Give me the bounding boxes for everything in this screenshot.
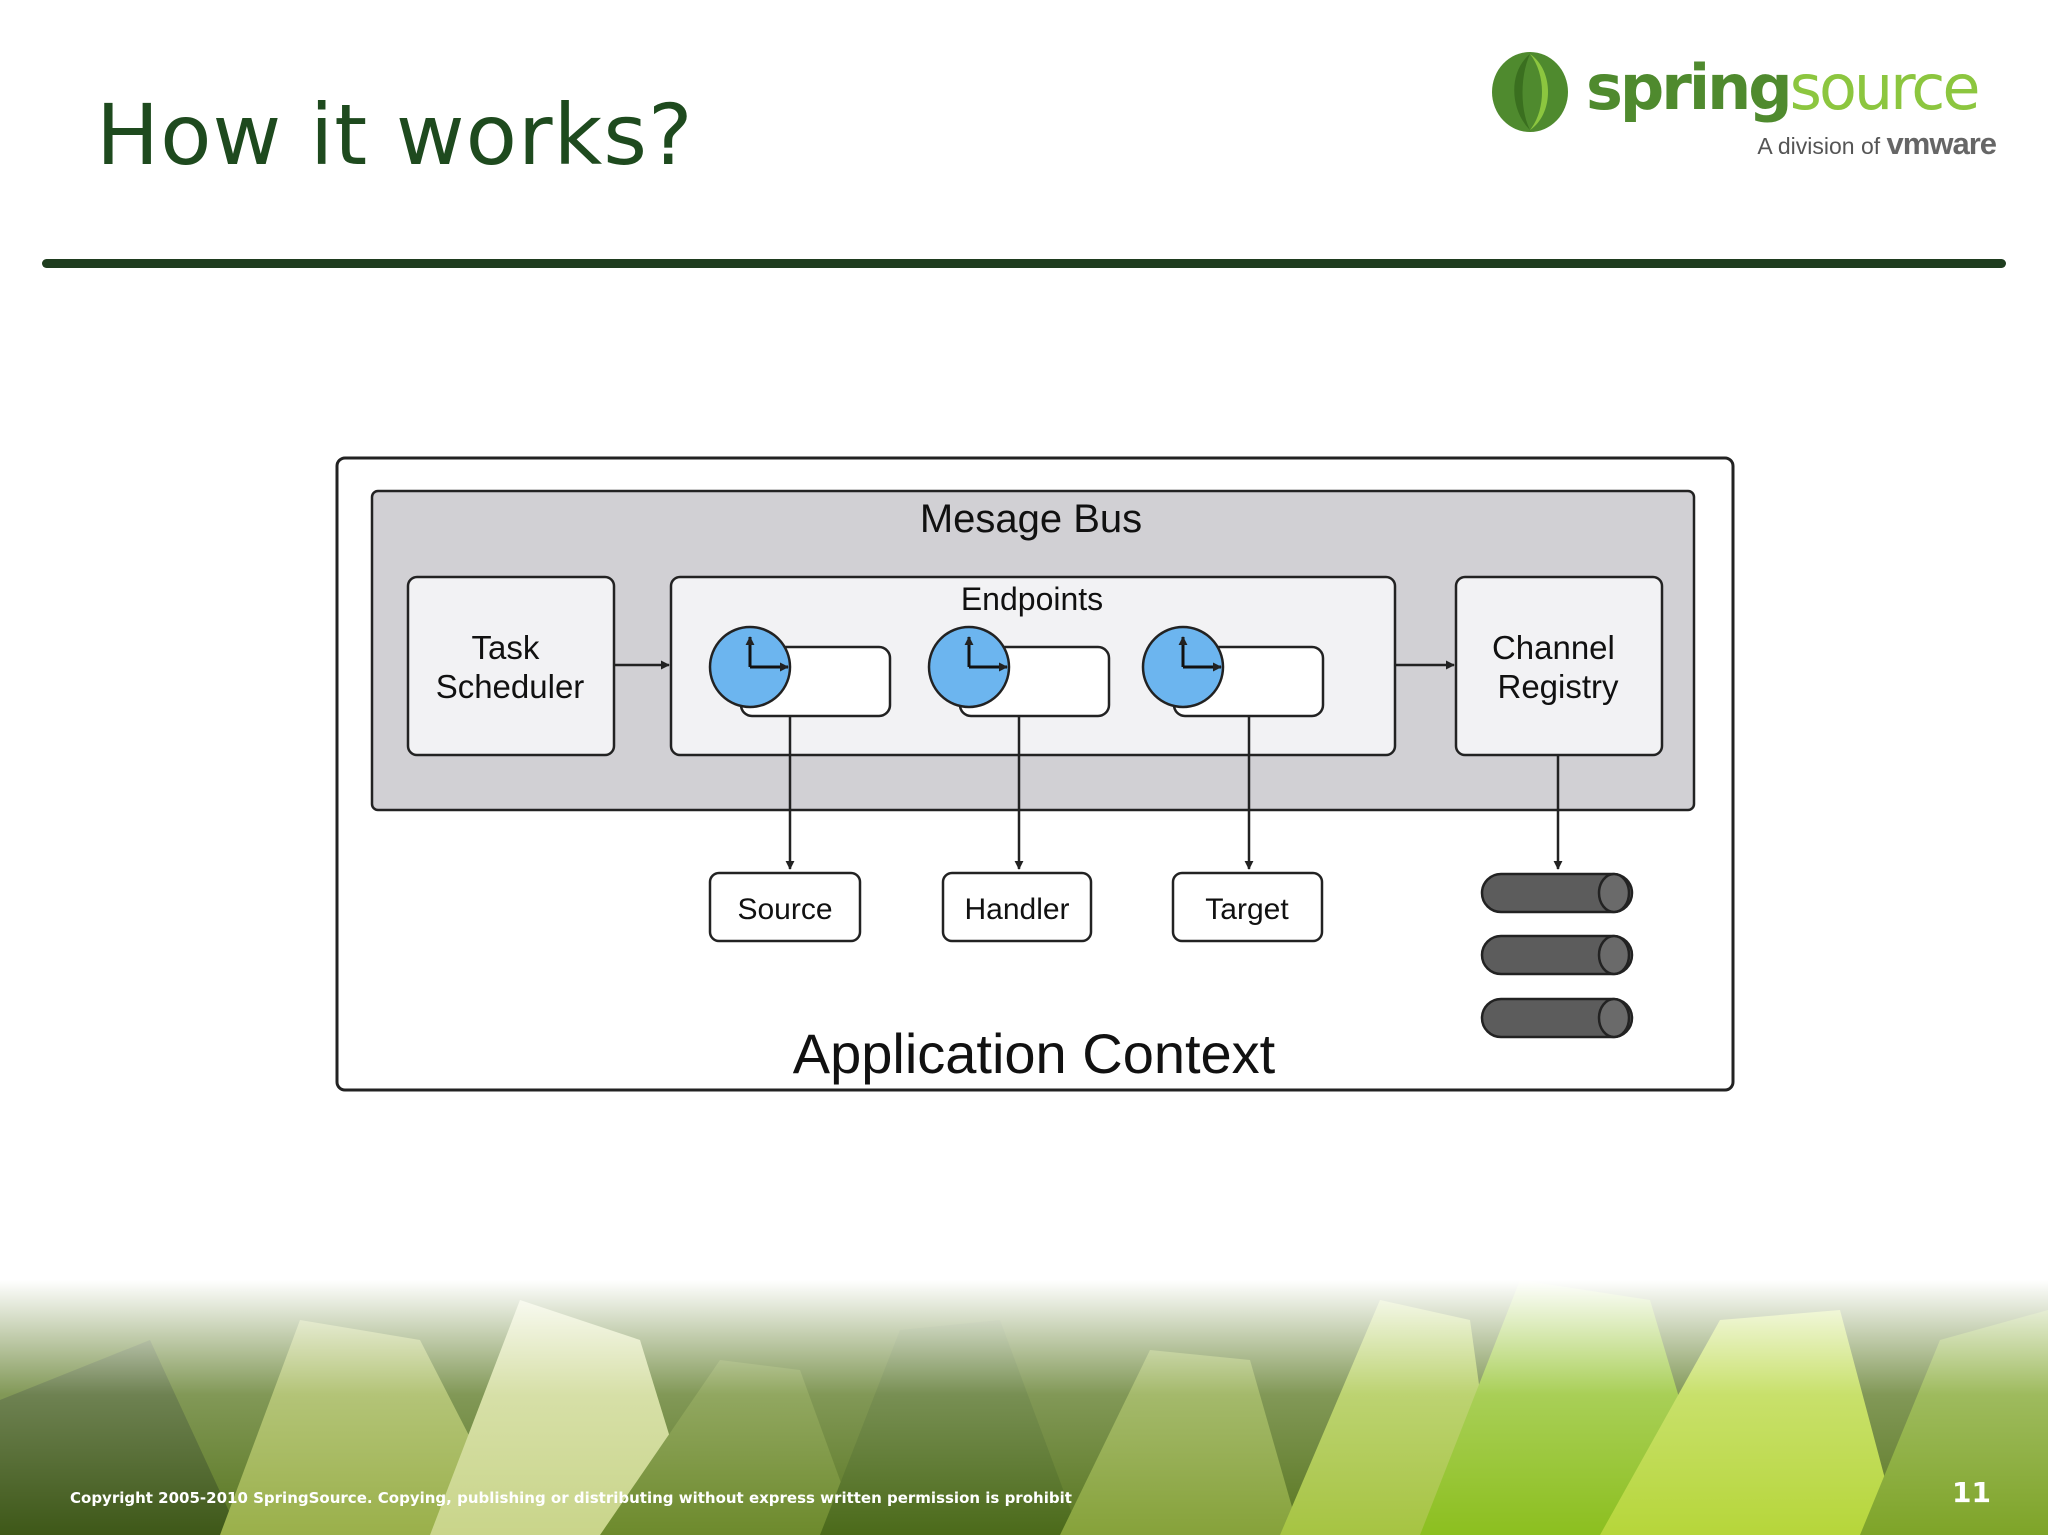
logo-word-source: source — [1789, 51, 1981, 124]
channel-registry-line-2: Registry — [1497, 668, 1619, 705]
title-divider — [42, 259, 2006, 268]
slide-title: How it works? — [96, 86, 694, 184]
channel-registry-label: Channel Registry — [1492, 629, 1624, 705]
logo-tagline-prefix: A division of — [1757, 133, 1881, 159]
copyright-notice: Copyright 2005-2010 SpringSource. Copyin… — [70, 1489, 1072, 1507]
clock-icon — [1141, 625, 1225, 709]
logo-tagline-vmware: vmware — [1886, 126, 1997, 161]
source-label: Source — [737, 893, 832, 926]
task-scheduler-label: Task Scheduler — [436, 629, 585, 705]
endpoint-3 — [1141, 625, 1325, 718]
channel-registry-box — [1454, 575, 1664, 757]
task-scheduler-box — [406, 575, 616, 757]
clock-icon — [708, 625, 792, 709]
task-scheduler-line-2: Scheduler — [436, 668, 585, 705]
handler-label: Handler — [964, 893, 1069, 926]
channel-registry-line-1: Channel — [1492, 629, 1615, 666]
page-number: 11 — [1952, 1476, 1991, 1509]
application-context-label: Application Context — [793, 1022, 1276, 1085]
target-box — [1171, 871, 1324, 943]
task-scheduler-line-1: Task — [471, 629, 539, 666]
handler-box — [941, 871, 1093, 943]
target-label: Target — [1205, 893, 1289, 926]
grass-background — [0, 1280, 2048, 1535]
logo-wordmark: springsource — [1586, 46, 1981, 130]
logo-tagline: A division of vmware — [1757, 126, 1997, 162]
channel-cylinder-icon — [1480, 997, 1634, 1039]
message-bus-label: Mesage Bus — [920, 497, 1142, 541]
springsource-logo: springsource A division of vmware — [1490, 50, 2010, 165]
endpoint-2 — [927, 625, 1111, 718]
channel-cylinder-icon — [1480, 934, 1634, 976]
endpoints-label: Endpoints — [961, 581, 1103, 617]
channel-cylinder-icon — [1480, 872, 1634, 914]
endpoint-1 — [708, 625, 892, 718]
clock-icon — [927, 625, 1011, 709]
logo-word-spring: spring — [1586, 51, 1793, 124]
springsource-leaf-icon — [1492, 52, 1568, 132]
source-box — [708, 871, 862, 943]
